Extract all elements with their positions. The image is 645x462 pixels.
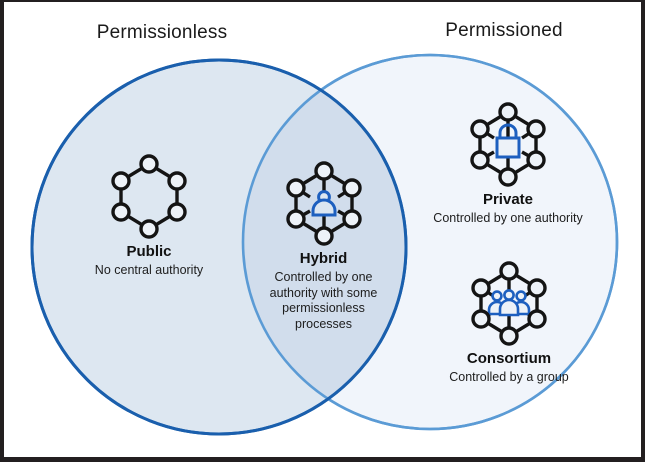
region-consortium-description: Controlled by a group bbox=[449, 370, 569, 384]
region-private: Private Controlled by one authority bbox=[405, 98, 611, 227]
region-hybrid: Hybrid Controlled by one authority with … bbox=[257, 157, 390, 332]
permissioned-circle-outline bbox=[241, 53, 619, 431]
region-public-title: Public bbox=[126, 243, 172, 260]
hexagon-network-icon bbox=[40, 150, 258, 242]
venn-circles bbox=[30, 53, 619, 436]
region-public-description: No central authority bbox=[94, 263, 204, 277]
overlap-region bbox=[243, 60, 406, 429]
region-public: Public No central authority bbox=[40, 150, 258, 279]
region-consortium-title: Consortium bbox=[466, 350, 552, 367]
region-private-title: Private bbox=[482, 191, 534, 208]
hexagon-network-group-icon bbox=[400, 257, 618, 349]
region-hybrid-description: Controlled by one authority with some pe… bbox=[269, 270, 378, 331]
region-private-description: Controlled by one authority bbox=[433, 211, 583, 225]
header-permissionless: Permissionless bbox=[96, 22, 228, 43]
region-hybrid-title: Hybrid bbox=[299, 250, 348, 267]
permissionless-circle-outline bbox=[30, 58, 408, 436]
hexagon-network-person-icon bbox=[257, 157, 390, 249]
region-consortium: Consortium Controlled by a group bbox=[400, 257, 618, 386]
header-permissioned: Permissioned bbox=[445, 20, 563, 41]
hexagon-network-lock-icon bbox=[405, 98, 611, 190]
